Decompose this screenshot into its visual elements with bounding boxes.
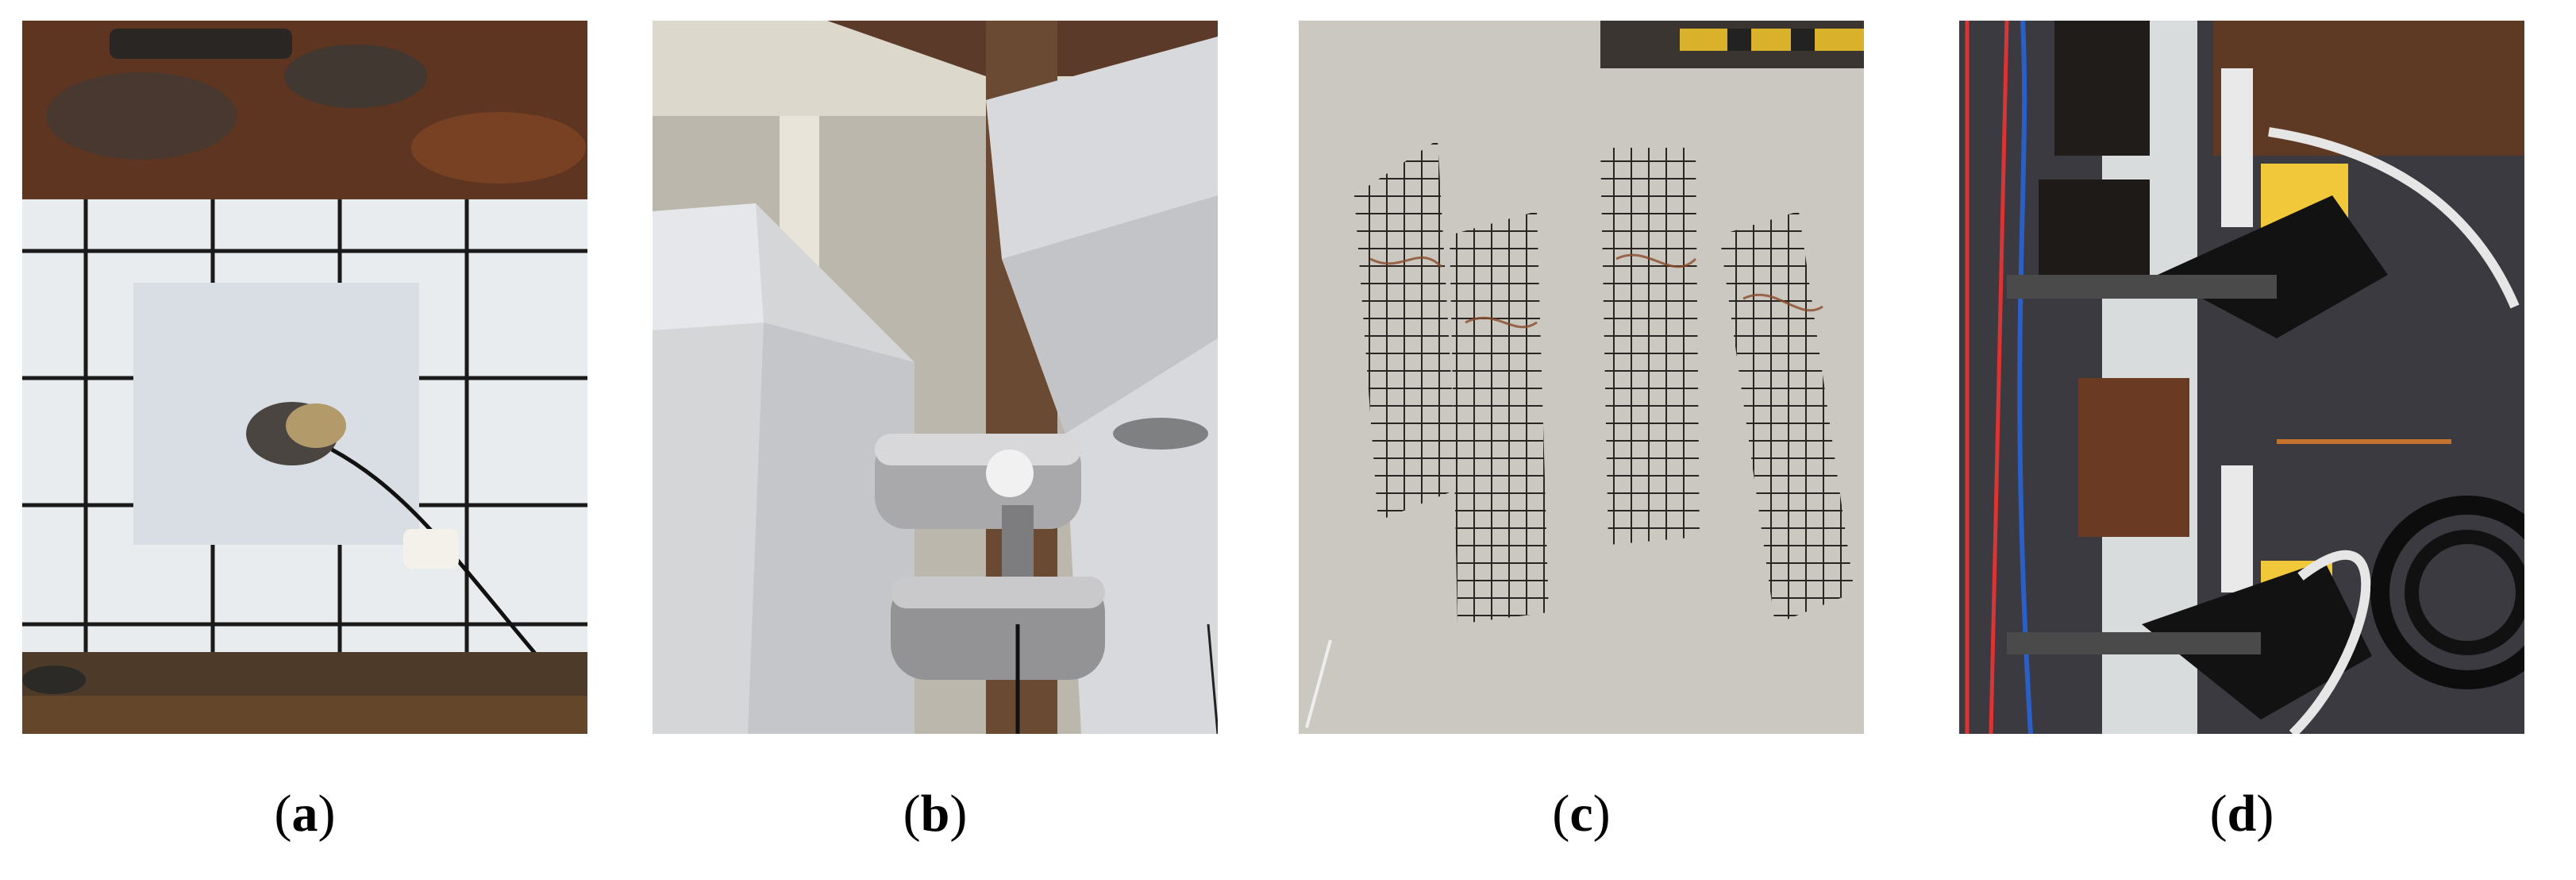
caption-a: (a)	[274, 785, 336, 843]
photo-panel-a	[22, 21, 587, 734]
caption-d: (d)	[2209, 785, 2274, 843]
photo-panel-b	[653, 21, 1218, 734]
caption-b: (b)	[903, 785, 968, 843]
photo-panel-c	[1299, 21, 1864, 734]
photo-panel-d	[1959, 21, 2524, 734]
photo-a-bolt-sensor-plate	[22, 21, 587, 734]
photo-c-rebar-cages	[1299, 21, 1864, 734]
photo-d-displacement-transducers	[1959, 21, 2524, 734]
photo-b-load-cells	[653, 21, 1218, 734]
caption-c: (c)	[1552, 785, 1611, 843]
